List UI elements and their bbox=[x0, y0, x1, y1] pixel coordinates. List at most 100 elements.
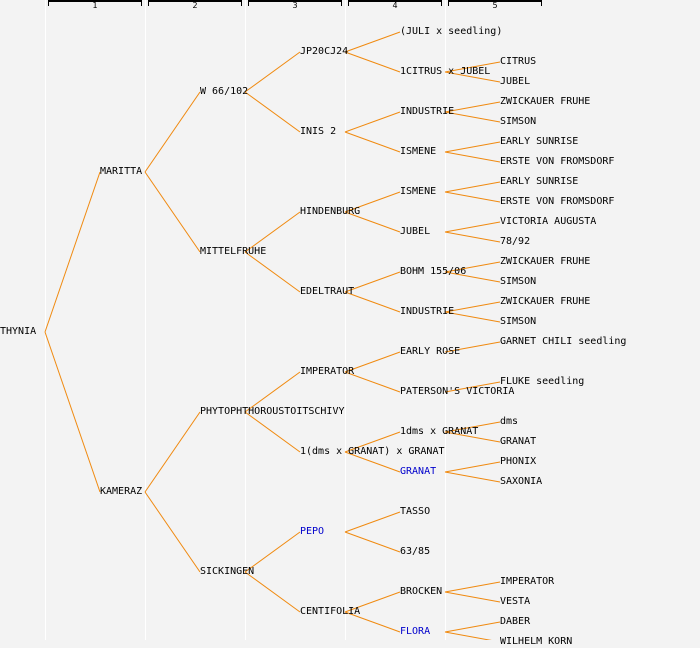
generation-bracket bbox=[48, 0, 142, 6]
pedigree-node: VICTORIA AUGUSTA bbox=[500, 216, 597, 227]
pedigree-node: PATERSON'S VICTORIA bbox=[400, 386, 515, 397]
pedigree-node: ERSTE VON FROMSDORF bbox=[500, 156, 615, 167]
pedigree-edge bbox=[444, 301, 501, 313]
pedigree-node: 63/85 bbox=[400, 546, 431, 557]
pedigree-node: PHYTOPHTHOROUSTOITSCHIVY bbox=[200, 406, 345, 417]
pedigree-edge bbox=[344, 371, 401, 393]
generation-number: 2 bbox=[192, 1, 198, 10]
pedigree-edge bbox=[344, 611, 401, 633]
pedigree-node: KAMERAZ bbox=[100, 486, 143, 497]
pedigree-node: GRANAT bbox=[500, 436, 537, 447]
generation-number: 3 bbox=[292, 1, 298, 10]
generation-number: 1 bbox=[92, 1, 98, 10]
pedigree-edge bbox=[444, 341, 501, 353]
generation-bracket bbox=[248, 0, 342, 6]
pedigree-node: EARLY SUNRISE bbox=[500, 136, 579, 147]
pedigree-edge bbox=[244, 251, 301, 293]
pedigree-edge bbox=[344, 431, 401, 453]
pedigree-edge bbox=[444, 181, 501, 193]
pedigree-node: ERSTE VON FROMSDORF bbox=[500, 196, 615, 207]
generation-bracket bbox=[148, 0, 242, 6]
pedigree-node: VESTA bbox=[500, 596, 531, 607]
pedigree-edge bbox=[344, 131, 401, 153]
pedigree-node: INDUSTRIE bbox=[400, 106, 455, 117]
pedigree-node: EDELTRAUT bbox=[300, 286, 355, 297]
column-divider bbox=[45, 0, 46, 640]
pedigree-edge bbox=[444, 191, 501, 203]
pedigree-node: CENTIFOLIA bbox=[300, 606, 361, 617]
pedigree-node: GARNET CHILI seedling bbox=[500, 336, 627, 347]
pedigree-node: CITRUS bbox=[500, 56, 537, 67]
pedigree-edge bbox=[344, 191, 401, 213]
pedigree-node: PHONIX bbox=[500, 456, 537, 467]
pedigree-edge bbox=[244, 371, 301, 413]
pedigree-edge bbox=[444, 431, 501, 443]
pedigree-edge bbox=[444, 421, 501, 433]
pedigree-edge bbox=[444, 231, 501, 243]
pedigree-node: BOHM 155/06 bbox=[400, 266, 467, 277]
pedigree-edge bbox=[344, 511, 401, 533]
generation-number: 4 bbox=[392, 1, 398, 10]
pedigree-node: MITTELFRUHE bbox=[200, 246, 267, 257]
pedigree-node: SIMSON bbox=[500, 116, 537, 127]
pedigree-node: ZWICKAUER FRUHE bbox=[500, 296, 591, 307]
generation-bracket bbox=[448, 0, 542, 6]
pedigree-edge bbox=[344, 51, 401, 73]
pedigree-node: INIS 2 bbox=[300, 126, 337, 137]
pedigree-node: TASSO bbox=[400, 506, 431, 517]
pedigree-edge bbox=[444, 61, 501, 73]
pedigree-edge bbox=[344, 451, 401, 473]
generation-bracket bbox=[348, 0, 442, 6]
pedigree-edge bbox=[444, 261, 501, 273]
pedigree-node: SAXONIA bbox=[500, 476, 543, 487]
pedigree-edge bbox=[144, 491, 201, 573]
pedigree-edge bbox=[444, 461, 501, 473]
pedigree-edge bbox=[444, 381, 501, 393]
generation-number: 5 bbox=[492, 1, 498, 10]
column-divider bbox=[445, 0, 446, 640]
pedigree-node: SIMSON bbox=[500, 316, 537, 327]
pedigree-node: EARLY ROSE bbox=[400, 346, 461, 357]
pedigree-node-link[interactable]: PEPO bbox=[300, 526, 325, 537]
pedigree-edge bbox=[44, 331, 101, 493]
pedigree-edge bbox=[444, 581, 501, 593]
pedigree-node: 1dms x GRANAT bbox=[400, 426, 479, 437]
pedigree-node: 1CITRUS x JUBEL bbox=[400, 66, 491, 77]
pedigree-node: HINDENBURG bbox=[300, 206, 361, 217]
pedigree-edge bbox=[444, 591, 501, 603]
pedigree-node-link[interactable]: FLORA bbox=[400, 626, 431, 637]
column-divider bbox=[345, 0, 346, 640]
pedigree-node: WILHELM KORN bbox=[500, 636, 573, 647]
pedigree-node: IMPERATOR bbox=[300, 366, 355, 377]
pedigree-node: JP20CJ24 bbox=[300, 46, 349, 57]
pedigree-edge bbox=[444, 271, 501, 283]
pedigree-node: (JULI x seedling) bbox=[400, 26, 503, 37]
pedigree-node: IMPERATOR bbox=[500, 576, 555, 587]
pedigree-node: ISMENE bbox=[400, 146, 437, 157]
pedigree-edge bbox=[144, 411, 201, 493]
pedigree-node-link[interactable]: GRANAT bbox=[400, 466, 437, 477]
pedigree-edge bbox=[244, 51, 301, 93]
pedigree-node: EARLY SUNRISE bbox=[500, 176, 579, 187]
pedigree-edge bbox=[444, 471, 501, 483]
column-divider bbox=[245, 0, 246, 640]
pedigree-edge bbox=[344, 211, 401, 233]
column-divider bbox=[145, 0, 146, 640]
pedigree-node: dms bbox=[500, 416, 519, 427]
pedigree-node: SIMSON bbox=[500, 276, 537, 287]
pedigree-edge bbox=[344, 271, 401, 293]
pedigree-edge bbox=[144, 171, 201, 253]
pedigree-edge bbox=[344, 531, 401, 553]
pedigree-edge bbox=[344, 111, 401, 133]
pedigree-node: MARITTA bbox=[100, 166, 143, 177]
pedigree-edge bbox=[444, 221, 501, 233]
pedigree-node: ZWICKAUER FRUHE bbox=[500, 96, 591, 107]
pedigree-edge bbox=[244, 411, 301, 453]
pedigree-edge bbox=[244, 571, 301, 613]
pedigree-edge bbox=[444, 111, 501, 123]
pedigree-node: 78/92 bbox=[500, 236, 531, 247]
pedigree-edge bbox=[344, 291, 401, 313]
pedigree-edge bbox=[444, 311, 501, 323]
pedigree-edge bbox=[344, 351, 401, 373]
